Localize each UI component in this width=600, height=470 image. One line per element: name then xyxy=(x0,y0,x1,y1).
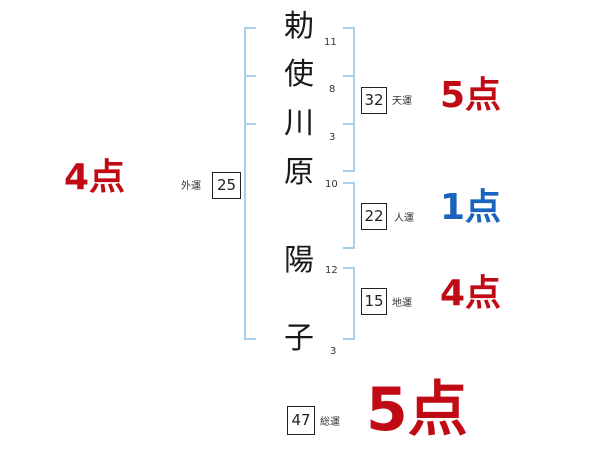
name-char-1: 勅 xyxy=(284,9,314,44)
outer-fortune-score: 4点 xyxy=(64,157,126,198)
name-char-6: 子 xyxy=(284,321,314,356)
outer-fortune-label: 外運 xyxy=(181,181,201,192)
person-fortune-score: 1点 xyxy=(440,187,502,228)
stroke-count-2: 8 xyxy=(329,84,336,95)
name-char-5: 陽 xyxy=(284,243,314,278)
stroke-count-6: 3 xyxy=(330,346,337,357)
name-char-2: 使 xyxy=(284,57,314,92)
name-char-3: 川 xyxy=(284,106,314,141)
heaven-fortune-score: 5点 xyxy=(440,75,502,116)
earth-fortune-value: 15 xyxy=(361,288,387,315)
earth-fortune-score: 4点 xyxy=(440,273,502,314)
stroke-count-4: 10 xyxy=(325,179,338,190)
heaven-fortune-value: 32 xyxy=(361,87,387,114)
stroke-count-3: 3 xyxy=(329,132,336,143)
person-fortune-value: 22 xyxy=(361,203,387,230)
earth-fortune-label: 地運 xyxy=(392,298,412,309)
stroke-count-5: 12 xyxy=(325,265,338,276)
total-fortune-score: 5点 xyxy=(366,375,468,445)
total-fortune-label: 総運 xyxy=(320,417,340,428)
outer-fortune-value: 25 xyxy=(212,172,241,199)
total-fortune-value: 47 xyxy=(287,406,315,435)
heaven-fortune-label: 天運 xyxy=(392,96,412,107)
name-char-4: 原 xyxy=(284,155,314,190)
stroke-count-1: 11 xyxy=(324,37,337,48)
person-fortune-label: 人運 xyxy=(394,213,414,224)
